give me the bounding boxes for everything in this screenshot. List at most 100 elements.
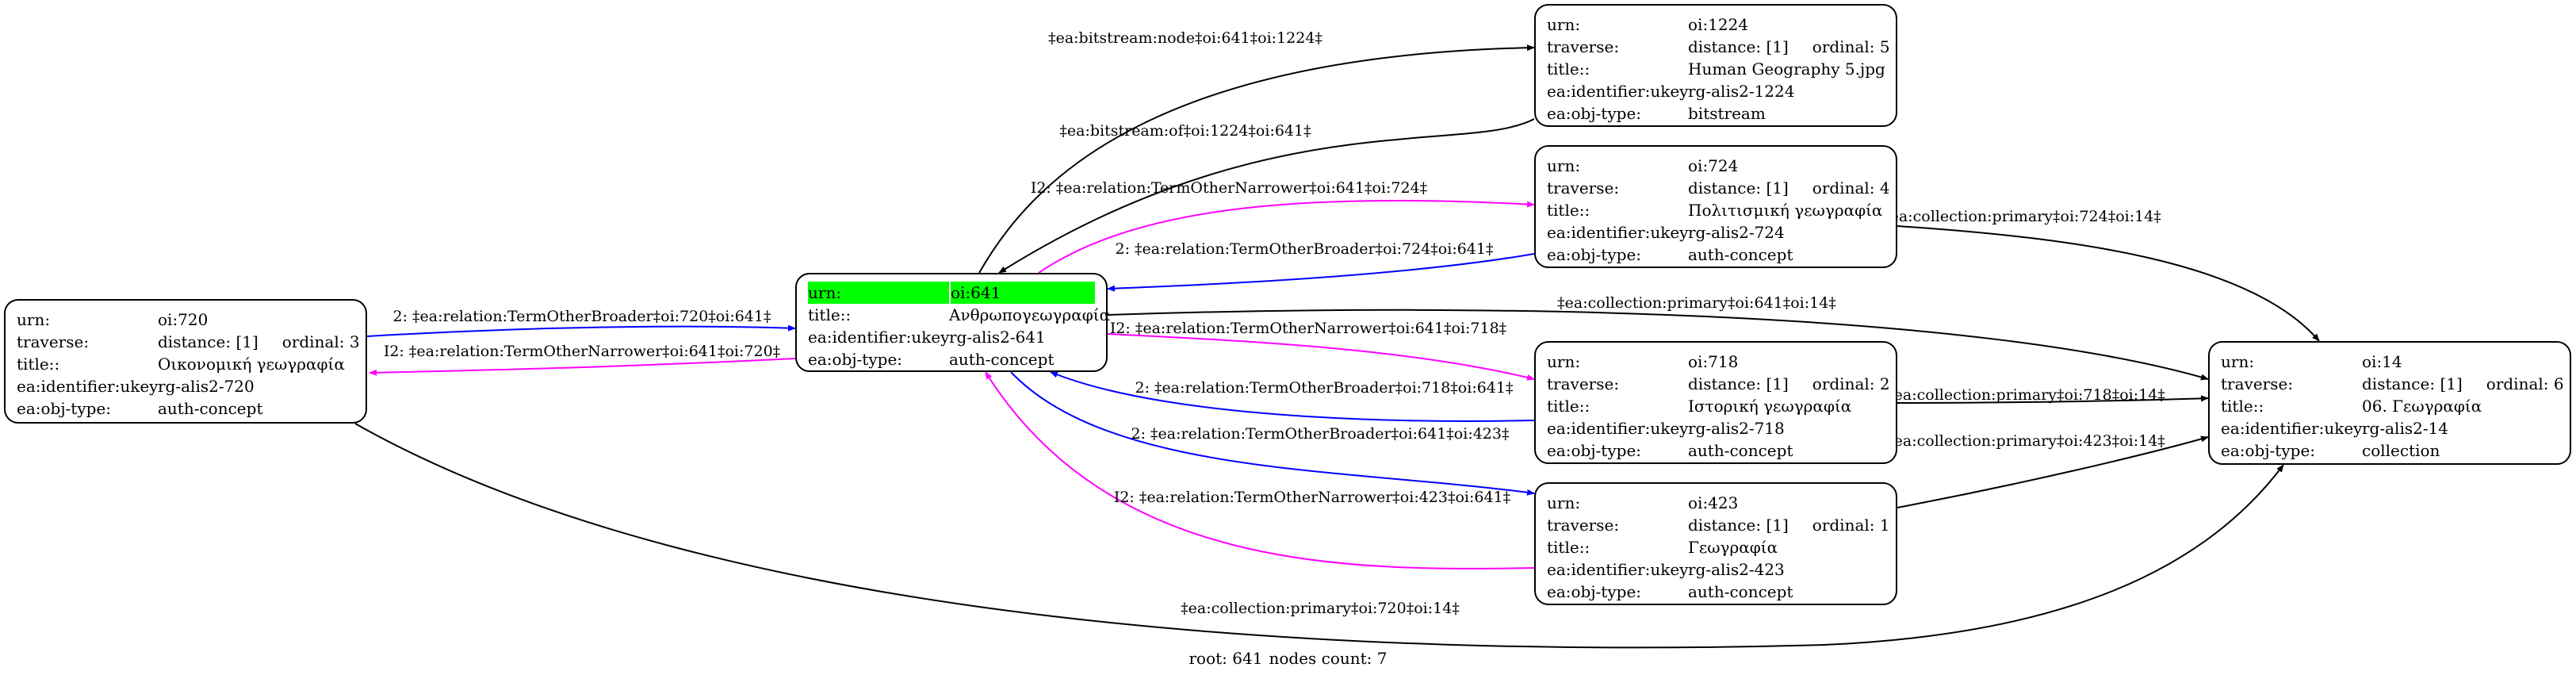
ordinal-text: ordinal: 2 xyxy=(1812,374,1890,393)
distance-text: distance: [1] xyxy=(1688,178,1789,198)
node-row: urn:oi:14 xyxy=(2221,351,2559,373)
node-row: urn:oi:720 xyxy=(17,309,354,331)
edge-broader-718-641: 2: ‡ea:relation:TermOtherBroader‡oi:718‡… xyxy=(1050,371,1535,422)
node-value: oi:1224 xyxy=(1688,15,1749,34)
edge-narrower-641-724: I2: ‡ea:relation:TermOtherNarrower‡oi:64… xyxy=(1031,179,1535,274)
node-oi-724[interactable]: urn:oi:724 traverse:distance: [1]ordinal… xyxy=(1534,145,1897,268)
node-key: ea:identifier:ukey xyxy=(1547,560,1689,579)
node-key: ea:identifier:ukey xyxy=(17,377,159,396)
node-key: title:: xyxy=(1547,538,1590,557)
edge-collection-641-14: ‡ea:collection:primary‡oi:641‡oi:14‡ xyxy=(1107,294,2209,381)
node-key: urn: xyxy=(1547,352,1581,371)
edge-label: I2: ‡ea:relation:TermOtherNarrower‡oi:64… xyxy=(1110,320,1506,337)
node-value: Οικονομική γεωγραφία xyxy=(158,355,345,374)
node-key: traverse: xyxy=(1547,178,1620,198)
node-row: ea:obj-type: auth-concept xyxy=(808,348,1095,370)
node-row: urn:oi:423 xyxy=(1547,492,1885,514)
node-key: traverse: xyxy=(1547,516,1620,535)
node-value: rg-alis2-724 xyxy=(1688,223,1785,242)
node-oi-718[interactable]: urn: oi:718 traverse:distance: [1]ordinal… xyxy=(1534,341,1897,464)
node-row: title::Οικονομική γεωγραφία xyxy=(17,353,354,375)
node-key: urn: xyxy=(1547,15,1581,34)
node-oi-641[interactable]: urn: oi:641 title:: Ανθρωπογεωγραφία ea:… xyxy=(795,273,1110,372)
node-value: rg-alis2-1224 xyxy=(1688,82,1795,101)
edge-broader-641-423: 2: ‡ea:relation:TermOtherBroader‡oi:641‡… xyxy=(1010,371,1535,496)
node-value: distance: [1] ordinal: 4 xyxy=(1688,177,1890,199)
edge-label: ‡ea:collection:primary‡oi:724‡oi:14‡ xyxy=(1882,208,2161,225)
node-row: ea:obj-type:collection xyxy=(2221,439,2559,462)
node-oi-14[interactable]: urn:oi:14 traverse: distance: [1] ordinal:… xyxy=(2208,341,2571,465)
node-key: ea:obj-type: xyxy=(808,350,903,369)
edge-bitstream-of: ‡ea:bitstream:of‡oi:1224‡oi:641‡ xyxy=(998,118,1535,274)
node-value: rg-alis2-423 xyxy=(1688,560,1785,579)
node-row: urn: oi:1224 xyxy=(1547,13,1885,36)
node-row: ea:obj-type:auth-concept xyxy=(17,397,354,420)
node-oi-1224[interactable]: urn: oi:1224 traverse: distance: [1] ordina… xyxy=(1534,4,1897,127)
edge-label: 2: ‡ea:relation:TermOtherBroader‡oi:724‡… xyxy=(1115,240,1493,258)
ordinal-text: ordinal: 1 xyxy=(1812,516,1890,535)
node-key: title:: xyxy=(1547,201,1590,220)
node-value: Human Geography 5.jpg xyxy=(1688,59,1885,79)
ordinal-text: ordinal: 5 xyxy=(1812,37,1890,56)
node-value: rg-alis2-14 xyxy=(2362,419,2449,438)
edge-broader-720-641: 2: ‡ea:relation:TermOtherBroader‡oi:720‡… xyxy=(366,308,796,337)
node-row: traverse:distance: [1]ordinal: 3 xyxy=(17,331,360,353)
nodes-count-label: nodes count: 7 xyxy=(1269,649,1388,668)
node-key: ea:obj-type: xyxy=(1547,582,1642,601)
node-row: traverse: distance: [1] ordinal: 6 xyxy=(2221,373,2564,395)
node-row: traverse: distance: [1] ordinal: 5 xyxy=(1547,36,1890,58)
edge-narrower-641-718: I2: ‡ea:relation:TermOtherNarrower‡oi:64… xyxy=(1107,320,1535,381)
node-row: title::Πολιτισμική γεωγραφία xyxy=(1547,199,1885,221)
distance-text: distance: [1] xyxy=(2362,374,2463,393)
node-value: distance: [1]ordinal: 2 xyxy=(1688,373,1890,395)
node-oi-423[interactable]: urn:oi:423 traverse: distance: [1]ordinal… xyxy=(1534,482,1897,605)
edge-label: 2: ‡ea:relation:TermOtherBroader‡oi:720‡… xyxy=(392,308,771,325)
ordinal-text: ordinal: 6 xyxy=(2486,374,2564,393)
node-key: traverse: xyxy=(2221,374,2294,393)
edge-narrower-423-641: I2: ‡ea:relation:TermOtherNarrower‡oi:42… xyxy=(985,371,1535,570)
node-row: title:: Ανθρωπογεωγραφία xyxy=(808,304,1110,326)
node-value: oi:718 xyxy=(1688,352,1739,371)
edge-label: I2: ‡ea:relation:TermOtherNarrower‡oi:42… xyxy=(1114,489,1510,506)
node-value: distance: [1] ordinal: 6 xyxy=(2362,373,2564,395)
edge-label: 2: ‡ea:relation:TermOtherBroader‡oi:718‡… xyxy=(1135,379,1513,397)
edge-broader-724-641: 2: ‡ea:relation:TermOtherBroader‡oi:724‡… xyxy=(1107,240,1535,292)
node-key: ea:obj-type: xyxy=(1547,245,1642,264)
node-value: oi:641 xyxy=(951,283,1001,302)
node-row: traverse: distance: [1] ordinal: 4 xyxy=(1547,177,1890,199)
node-value: oi:14 xyxy=(2362,352,2402,371)
node-key: traverse: xyxy=(1547,37,1620,56)
edge-label: ‡ea:collection:primary‡oi:720‡oi:14‡ xyxy=(1181,600,1460,617)
node-value: auth-concept xyxy=(1688,441,1793,460)
node-value: Ανθρωπογεωγραφία xyxy=(949,305,1111,324)
node-key: title:: xyxy=(808,305,852,324)
node-key: ea:identifier:ukey xyxy=(1547,223,1689,242)
node-key: title:: xyxy=(1547,397,1590,416)
node-value: Πολιτισμική γεωγραφία xyxy=(1688,201,1883,220)
edge-narrower-641-720: I2: ‡ea:relation:TermOtherNarrower‡oi:64… xyxy=(369,343,796,376)
node-key: title:: xyxy=(2221,397,2264,416)
root-highlight-row: urn: oi:641 xyxy=(808,282,1095,304)
edge-label: I2: ‡ea:relation:TermOtherNarrower‡oi:64… xyxy=(1031,179,1427,197)
node-row: ea:identifier:ukey rg-alis2-641 xyxy=(808,326,1095,348)
node-key: ea:identifier:ukey xyxy=(1547,82,1689,101)
ordinal-text: ordinal: 4 xyxy=(1812,178,1890,198)
node-key: urn: xyxy=(17,310,51,329)
node-row: title::Human Geography 5.jpg xyxy=(1547,58,1885,80)
node-row: title::Γεωγραφία xyxy=(1547,536,1885,558)
edge-label: ‡ea:bitstream:of‡oi:1224‡oi:641‡ xyxy=(1059,122,1311,140)
node-key: ea:identifier:ukey xyxy=(1547,419,1689,438)
node-value: rg-alis2-720 xyxy=(158,377,255,396)
node-value: Ιστορική γεωγραφία xyxy=(1688,397,1852,416)
distance-text: distance: [1] xyxy=(1688,37,1789,56)
node-value: auth-concept xyxy=(1688,245,1793,264)
node-row: traverse:distance: [1]ordinal: 2 xyxy=(1547,373,1890,395)
node-value: distance: [1]ordinal: 1 xyxy=(1688,514,1890,536)
distance-text: distance: [1] xyxy=(158,332,258,351)
node-oi-720[interactable]: urn:oi:720 traverse:distance: [1]ordinal… xyxy=(4,299,367,424)
node-value: collection xyxy=(2362,441,2440,460)
